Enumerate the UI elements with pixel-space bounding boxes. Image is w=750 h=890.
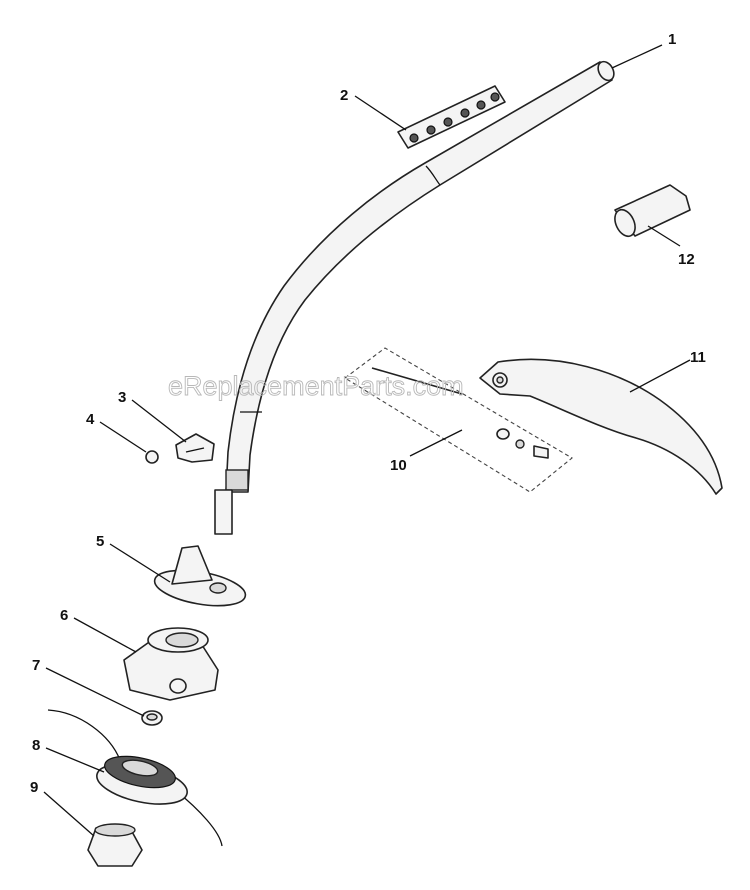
part-line-spool[interactable] (47, 709, 223, 847)
callout-7: 7 (32, 657, 40, 674)
part-spool-housing[interactable] (123, 627, 219, 701)
part-bump-knob[interactable] (87, 823, 143, 867)
callout-12: 12 (678, 251, 695, 268)
callout-3: 3 (118, 389, 126, 406)
part-hardware-kit[interactable] (344, 347, 573, 493)
callout-leaders (43, 44, 691, 837)
part-nut[interactable] (145, 450, 159, 464)
callout-4: 4 (86, 411, 95, 428)
part-fitting[interactable] (611, 184, 691, 239)
part-warning-decal[interactable] (397, 85, 506, 149)
callout-10: 10 (390, 457, 407, 474)
callout-5: 5 (96, 533, 104, 550)
callout-11: 11 (690, 349, 706, 366)
part-guard[interactable] (479, 358, 723, 495)
callout-9: 9 (30, 779, 38, 796)
part-hub-cap[interactable] (152, 545, 248, 612)
part-shaft-tube[interactable] (214, 59, 617, 535)
callout-8: 8 (32, 737, 40, 754)
callout-1: 1 (668, 31, 676, 48)
callout-2: 2 (340, 87, 348, 104)
callout-6: 6 (60, 607, 68, 624)
watermark: eReplacementParts.com (168, 371, 464, 401)
part-eyelet[interactable] (141, 710, 163, 726)
